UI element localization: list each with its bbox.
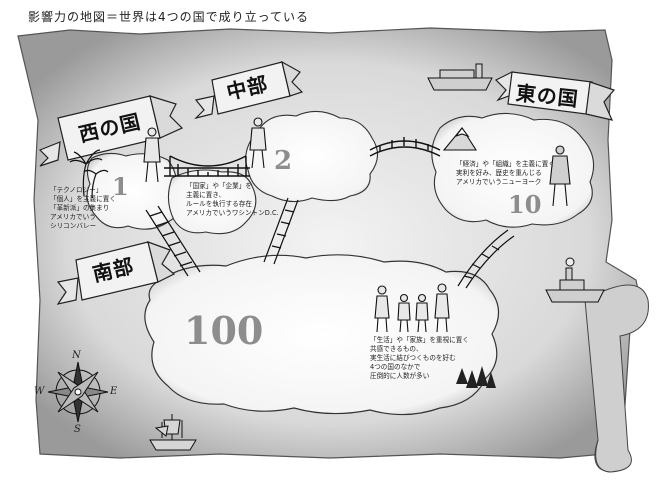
island-south — [144, 254, 500, 416]
palm-trees-icon — [69, 149, 109, 199]
banner-south — [56, 241, 176, 305]
island-central-left — [167, 169, 257, 235]
person-east-icon — [549, 145, 571, 207]
cargo-ship-icon — [427, 63, 493, 91]
region-central-note: 「国家」や「企業」を 主義に置き、 ルールを執行する存在 アメリカでいうワシント… — [186, 182, 279, 217]
compass-e-label: E — [110, 386, 118, 397]
region-west-number: 1 — [112, 172, 129, 201]
banner-central — [194, 60, 304, 120]
region-east-note: 「経済」や「組織」を主義に置く 実利を好み、歴史を重んじる アメリカでいうニュー… — [456, 160, 555, 186]
banner-west — [38, 95, 184, 167]
bridge-central-east — [369, 137, 441, 157]
person-central-icon — [249, 117, 267, 169]
page-heading: 影響力の地図＝世界は4つの国で成り立っている — [28, 10, 310, 24]
steamship-icon — [545, 257, 605, 303]
person-west-icon — [143, 127, 161, 183]
family-icon — [374, 283, 450, 333]
region-west-note: 「テクノロジー」 「個人」を主義に置く 「革新派」の集まり アメリカでいう シリ… — [50, 186, 116, 230]
scroll-curl — [584, 284, 649, 473]
region-east-number: 10 — [508, 190, 542, 219]
banner-east — [494, 71, 616, 121]
region-south-number: 100 — [184, 308, 264, 353]
island-central — [245, 110, 379, 203]
mountain-icon — [442, 127, 478, 151]
region-central-number: 2 — [274, 146, 293, 176]
compass-w-label: W — [34, 386, 45, 397]
bridge-west-central — [164, 155, 250, 177]
bridge-east-south — [457, 229, 515, 289]
bridge-west-south — [145, 205, 201, 277]
region-south-note: 「生活」や「家族」を重視に置く 共感できるもの、 実生活に結びつくものを好む 4… — [370, 336, 469, 380]
forest-icon — [456, 366, 496, 388]
compass-s-label: S — [74, 424, 81, 435]
compass-n-label: N — [72, 350, 81, 361]
compass-rose-icon — [47, 361, 109, 423]
bridge-central-south — [263, 197, 299, 265]
sailing-ship-icon — [149, 414, 197, 451]
